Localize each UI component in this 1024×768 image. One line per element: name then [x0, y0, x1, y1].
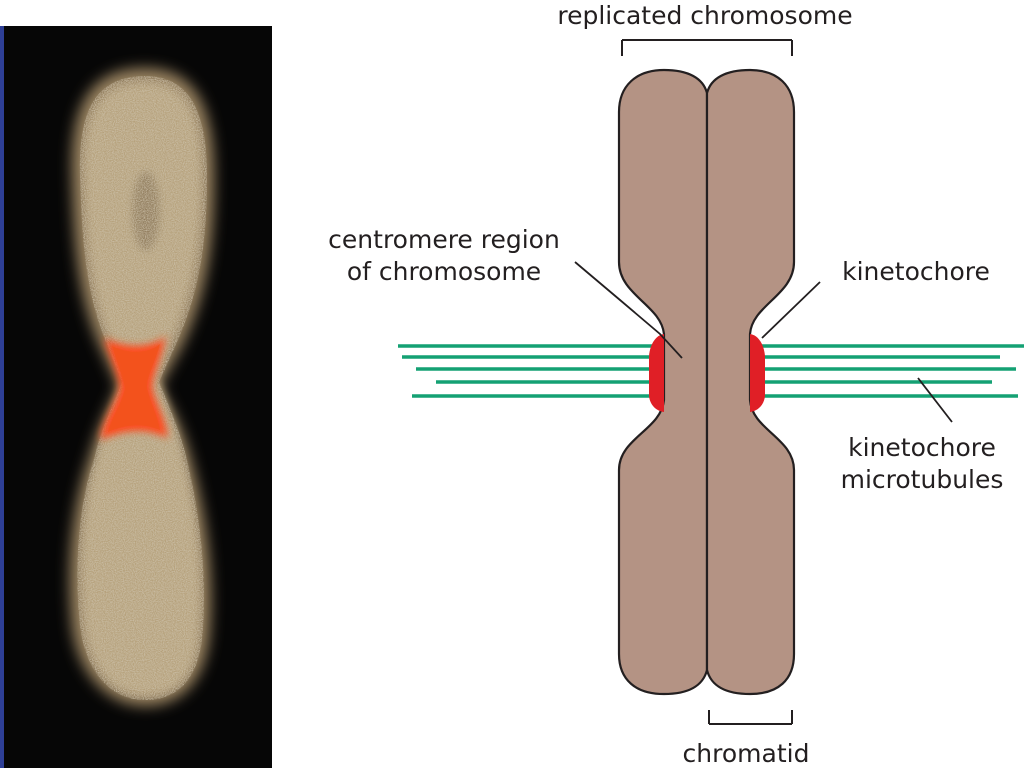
kinetochore-microtubules-label-line2: microtubules: [841, 465, 1004, 494]
chromosome-micrograph: [0, 26, 272, 768]
centromere-leader-line: [574, 261, 683, 359]
microtubules-leader-line: [917, 377, 953, 423]
replicated-chromosome-bracket: [621, 39, 793, 56]
kinetochore-microtubules-label-line1: kinetochore: [848, 433, 996, 462]
chromatid-bracket: [708, 710, 793, 725]
micrograph-left-edge: [0, 26, 4, 768]
kinetochore-label: kinetochore: [842, 257, 990, 286]
right-kinetochore: [750, 334, 765, 412]
micrograph-centromere-signal: [100, 336, 168, 440]
centromere-label-line2: of chromosome: [347, 257, 541, 286]
centromere-label-line1: centromere region: [328, 225, 560, 254]
left-kinetochore: [649, 334, 664, 412]
chromatid-label: chromatid: [683, 739, 810, 768]
replicated-chromosome-label: replicated chromosome: [557, 1, 852, 30]
kinetochore-leader-line: [761, 281, 821, 339]
